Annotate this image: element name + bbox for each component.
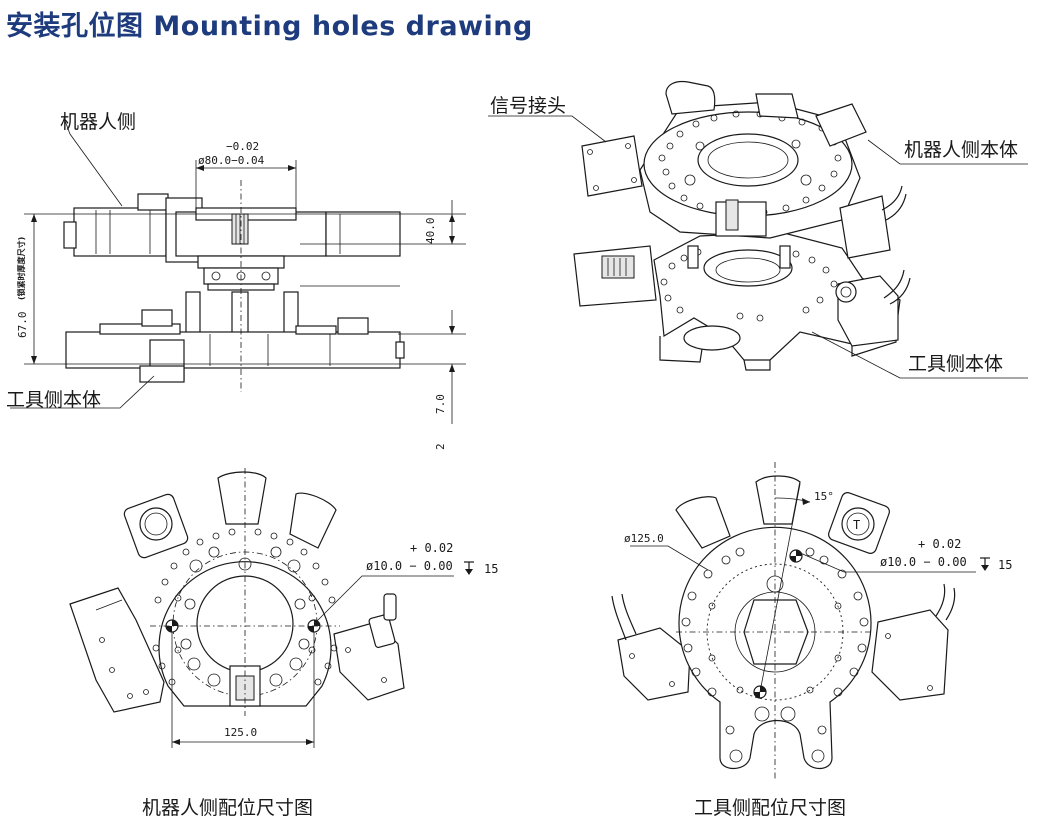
page-title: 安装孔位图 Mounting holes drawing xyxy=(6,11,533,42)
isometric-view: 信号接头 机器人侧本体 工具侧本体 xyxy=(488,80,1028,379)
tool-angle-dim: 15° xyxy=(814,490,834,503)
robot-side-label: 机器人侧 xyxy=(60,111,136,133)
tool-dowel-hole-top xyxy=(789,549,803,563)
tool-connector-letter: T xyxy=(853,518,860,532)
tool-hole-depth: 15 xyxy=(998,558,1012,572)
robot-plan-small-holes xyxy=(152,528,338,686)
signal-connector-label: 信号接头 xyxy=(490,95,566,117)
robot-hole-depth: 15 xyxy=(484,562,498,576)
dim-diameter: ø80.0−0.04 xyxy=(198,154,265,167)
dim-40: 40.0 xyxy=(424,218,437,245)
tool-hole-diameter: ø10.0 − 0.00 xyxy=(880,555,967,569)
robot-side-plan: + 0.02 ø10.0 − 0.00 15 125.0 机器人侧配位尺寸图 xyxy=(69,468,498,819)
robot-width-dim: 125.0 xyxy=(224,726,257,739)
robot-hole-diameter: ø10.0 − 0.00 xyxy=(366,559,453,573)
dim-2: 2 xyxy=(434,443,447,450)
tool-pcd-dim: ø125.0 xyxy=(624,532,664,545)
dim-7: 7.0 xyxy=(434,394,447,414)
tool-side-plan: T xyxy=(611,462,1012,819)
robot-plan-caption: 机器人侧配位尺寸图 xyxy=(142,797,313,819)
tool-plan-caption: 工具侧配位尺寸图 xyxy=(694,797,846,819)
side-view: 机器人侧 工具侧本体 −0.02 ø80.0−0.04 40.0 67.0 (锁… xyxy=(6,111,466,450)
dim-upper-tolerance: −0.02 xyxy=(226,140,259,153)
dim-thickness-note: (锁紧时厚度尺寸) xyxy=(16,237,26,300)
depth-icon xyxy=(464,561,474,575)
robot-plan-large-holes xyxy=(180,546,310,687)
dim-67: 67.0 xyxy=(16,312,29,339)
robot-body-label: 机器人侧本体 xyxy=(904,139,1018,161)
tool-depth-icon xyxy=(980,557,990,571)
tool-side-holes xyxy=(660,248,838,322)
tool-tol-plus: + 0.02 xyxy=(918,537,961,551)
robot-tol-plus: + 0.02 xyxy=(410,541,453,555)
dowel-hole-left xyxy=(165,619,179,633)
tool-body-iso-label: 工具侧本体 xyxy=(908,353,1003,375)
tool-body-label: 工具侧本体 xyxy=(6,389,101,411)
